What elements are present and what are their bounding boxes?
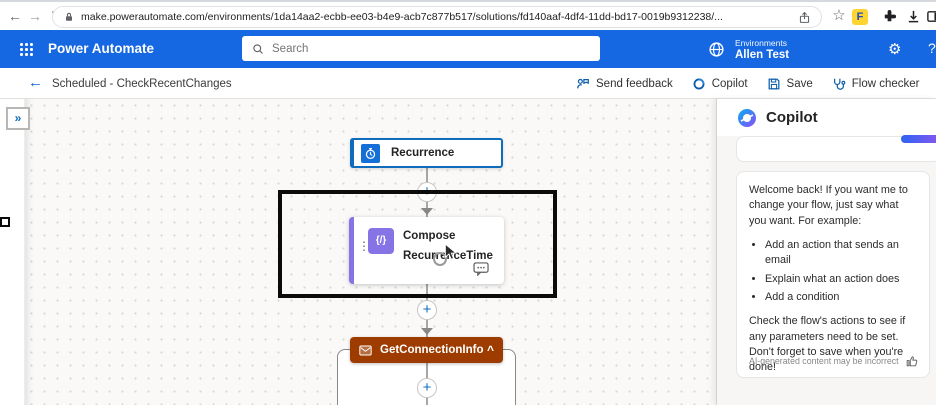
plus-icon: +: [422, 301, 432, 318]
comment-bubble-icon[interactable]: [473, 262, 490, 276]
copilot-suggestion-item: Add an action that sends an email: [765, 238, 917, 269]
cursor-ring: [433, 252, 447, 266]
feedback-icon: [577, 78, 589, 88]
save-icon: [768, 78, 779, 89]
compose-action-card[interactable]: ⋮ {/} Compose RecurrenceTime: [349, 217, 504, 284]
left-rail: [0, 99, 25, 405]
copilot-suggestion-item: Add a condition: [765, 290, 917, 305]
browser-back-icon[interactable]: ←: [8, 8, 22, 24]
lock-icon: [66, 12, 72, 21]
annotation-handle: [0, 217, 10, 227]
copilot-logo-icon: [738, 108, 756, 127]
scope-header-card[interactable]: GetConnectionInfo ^: [350, 337, 503, 363]
waffle-menu-icon[interactable]: [20, 43, 33, 56]
send-feedback-button[interactable]: Send feedback: [576, 77, 673, 91]
search-icon: [253, 43, 263, 54]
copilot-panel: Copilot Welcome back! If you want me to …: [716, 99, 936, 405]
help-icon[interactable]: ?: [928, 40, 936, 56]
copilot-note-text: Check the flow's actions to see if any p…: [749, 315, 906, 374]
settings-gear-icon[interactable]: ⚙: [888, 41, 902, 58]
insert-step-button[interactable]: +: [417, 300, 437, 320]
copilot-label: Copilot: [711, 77, 748, 90]
extensions-puzzle-icon[interactable]: [882, 9, 897, 24]
compose-title: Compose RecurrenceTime: [403, 230, 493, 262]
thumbs-up-icon[interactable]: [905, 354, 919, 368]
drag-handle-icon[interactable]: ⋮: [358, 239, 370, 253]
flow-toolbar: ← Scheduled - CheckRecentChanges Send fe…: [0, 68, 936, 99]
flow-checker-button[interactable]: Flow checker: [832, 77, 920, 91]
extension-f-icon[interactable]: F: [852, 9, 868, 25]
recurrence-trigger-card[interactable]: Recurrence: [350, 138, 503, 168]
copilot-gradient-button[interactable]: [901, 135, 936, 143]
expand-panel-button[interactable]: »: [6, 107, 30, 130]
copilot-panel-title: Copilot: [766, 109, 818, 126]
environments-label: Environments: [735, 37, 787, 48]
copilot-button[interactable]: Copilot: [692, 77, 748, 91]
address-bar[interactable]: make.powerautomate.com/environments/1da1…: [52, 6, 822, 28]
app-header: Power Automate Environments Allen Test ⚙…: [0, 30, 936, 68]
insert-step-button[interactable]: +: [417, 378, 437, 398]
copilot-suggestions-list: Add an action that sends an email Explai…: [765, 238, 917, 305]
scope-connector-icon: [359, 345, 372, 355]
downloads-icon[interactable]: [906, 9, 921, 24]
arrow-down-icon: [421, 208, 433, 215]
product-title: Power Automate: [48, 41, 155, 56]
copilot-welcome-text: Welcome back! If you want me to change y…: [749, 184, 908, 227]
share-icon[interactable]: [798, 11, 811, 24]
search-box[interactable]: [242, 36, 600, 61]
flow-checker-icon: [833, 78, 846, 90]
collapse-chevron-icon[interactable]: ^: [486, 343, 494, 357]
environment-name: Allen Test: [735, 48, 790, 61]
copilot-suggestion-item: Explain what an action does: [765, 272, 917, 287]
send-feedback-label: Send feedback: [596, 77, 673, 90]
environment-icon: [709, 41, 724, 57]
copilot-toolbar-icon: [693, 78, 705, 89]
copilot-message-card: Welcome back! If you want me to change y…: [736, 171, 930, 378]
insert-step-button[interactable]: +: [417, 182, 437, 202]
copilot-panel-header: Copilot: [717, 99, 936, 136]
plus-icon: +: [422, 379, 432, 396]
mouse-cursor-icon: [444, 243, 458, 260]
back-button[interactable]: ←: [28, 74, 43, 91]
save-label: Save: [786, 77, 813, 90]
compose-data-operation-icon: {/}: [368, 228, 394, 254]
recurrence-title: Recurrence: [391, 147, 455, 159]
plus-icon: +: [422, 183, 432, 200]
environment-selector[interactable]: Environments Allen Test: [708, 34, 789, 64]
ai-disclaimer: AI-generated content may be incorrect: [749, 356, 899, 366]
recurrence-clock-icon: [361, 143, 380, 163]
save-button[interactable]: Save: [767, 77, 813, 91]
toolbar-actions: Send feedback Copilot Save: [576, 68, 936, 99]
search-input[interactable]: [272, 42, 572, 55]
browser-toolbar: ← → ↻ make.powerautomate.com/environment…: [0, 0, 936, 30]
scope-title: GetConnectionInfo: [380, 344, 484, 356]
side-panel-icon[interactable]: [926, 9, 936, 24]
bookmark-star-icon[interactable]: ☆: [832, 7, 846, 24]
flow-checker-label: Flow checker: [851, 77, 920, 90]
arrow-down-icon: [421, 328, 433, 335]
url-text: make.powerautomate.com/environments/1da1…: [81, 11, 723, 23]
browser-forward-icon[interactable]: →: [28, 8, 42, 24]
copilot-prompt-card[interactable]: [736, 136, 936, 162]
flow-name: Scheduled - CheckRecentChanges: [52, 78, 232, 90]
